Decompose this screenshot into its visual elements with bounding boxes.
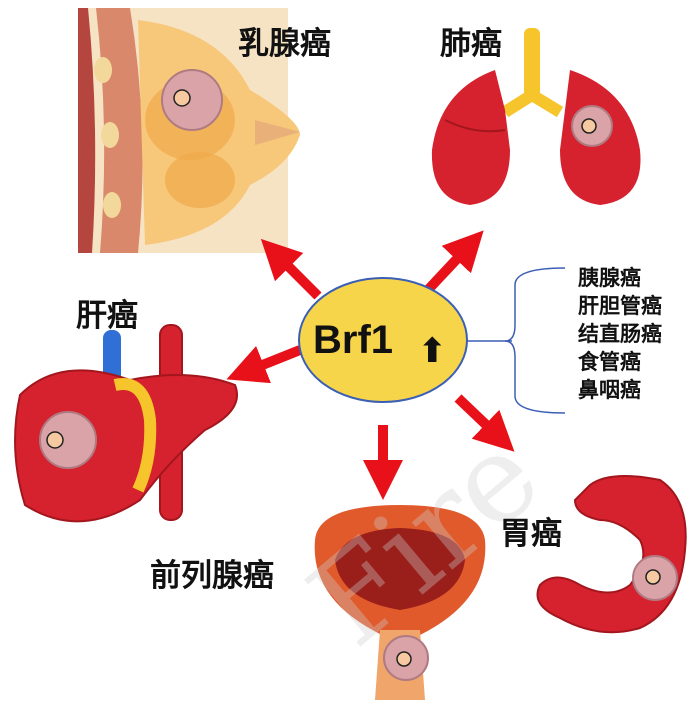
list-item: 食管癌 xyxy=(578,348,662,376)
other-cancers-list: 胰腺癌 肝胆管癌 结直肠癌 食管癌 鼻咽癌 xyxy=(578,264,662,404)
list-item: 肝胆管癌 xyxy=(578,292,662,320)
other-cancers-bracket xyxy=(467,268,565,413)
up-arrow-icon: ⬆ xyxy=(418,331,447,371)
prostate-cancer-label: 前列腺癌 xyxy=(150,550,274,595)
stomach-cancer-label: 胃癌 xyxy=(500,508,562,553)
lung-cancer-label: 肺癌 xyxy=(440,18,502,63)
lung-tumor xyxy=(572,106,612,146)
brf1-label: Brf1 xyxy=(313,318,393,363)
list-item: 鼻咽癌 xyxy=(578,376,662,404)
breast-tumor xyxy=(162,70,222,130)
stomach-tumor xyxy=(633,556,677,600)
list-item: 结直肠癌 xyxy=(578,320,662,348)
arrow-to-liver xyxy=(245,350,300,372)
list-item: 胰腺癌 xyxy=(578,264,662,292)
liver-cancer-label: 肝癌 xyxy=(76,290,138,335)
arrow-to-breast xyxy=(275,253,318,296)
stomach-illustration xyxy=(538,476,686,632)
arrow-to-lung xyxy=(425,245,470,293)
liver-tumor xyxy=(40,412,96,468)
breast-cancer-label: 乳腺癌 xyxy=(238,18,331,63)
